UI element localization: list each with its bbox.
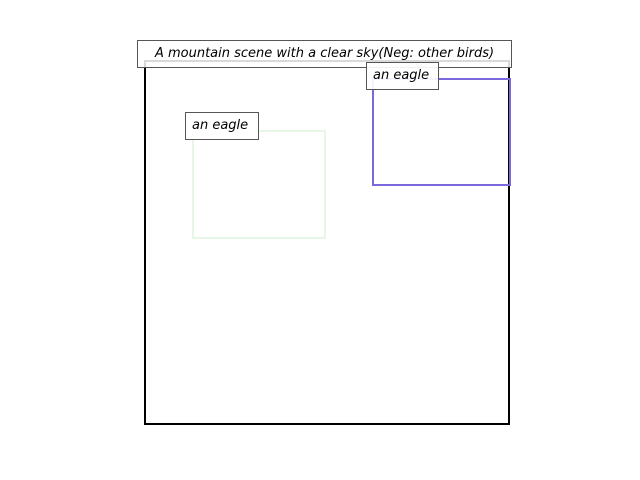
box-label-eagle-1: an eagle — [185, 112, 259, 140]
bounding-box-eagle-2 — [372, 78, 511, 186]
scene-caption: A mountain scene with a clear sky(Neg: o… — [137, 40, 512, 68]
box-label-eagle-2: an eagle — [366, 62, 439, 90]
bounding-box-eagle-1 — [192, 130, 326, 239]
